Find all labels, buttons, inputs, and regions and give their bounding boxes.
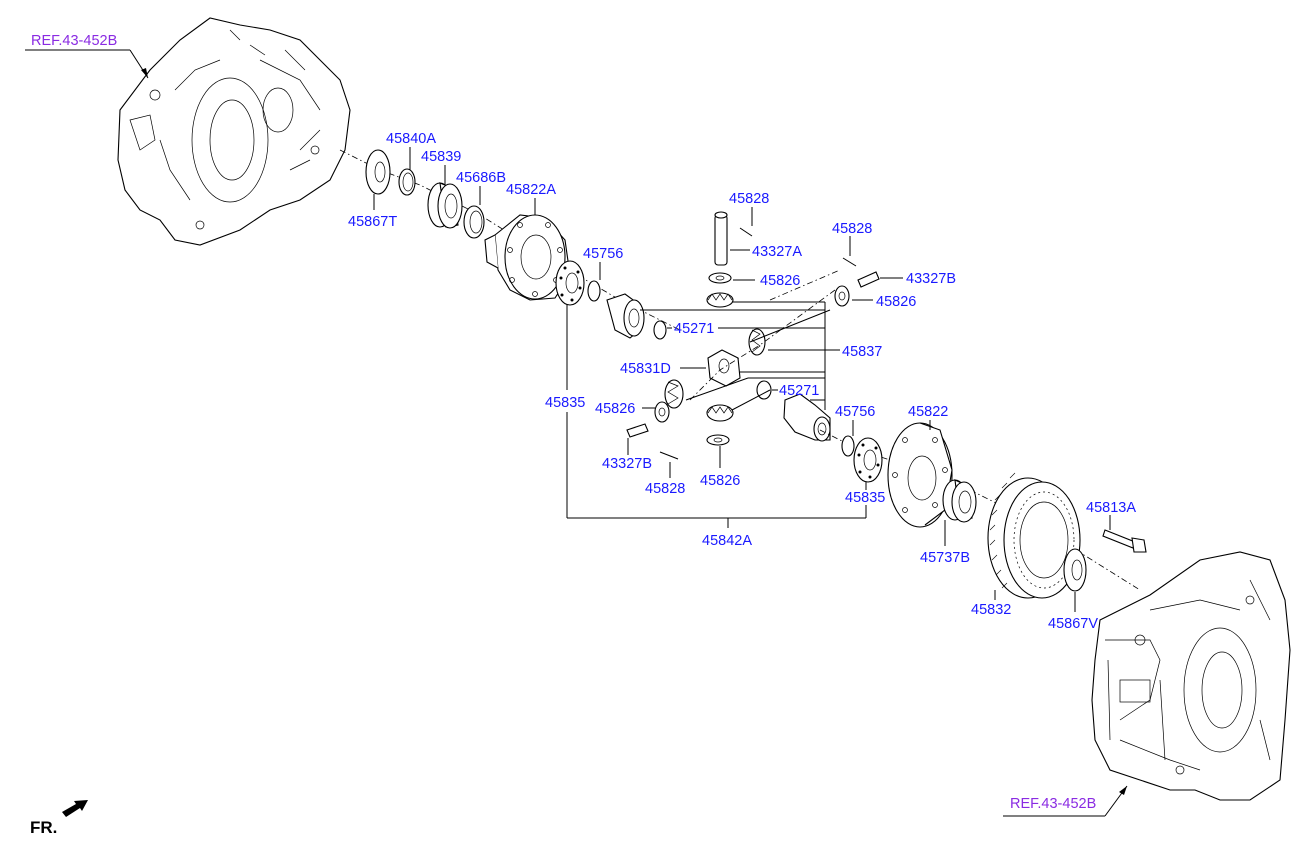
label-45828-a[interactable]: 45828 xyxy=(729,191,769,207)
label-45756-b[interactable]: 45756 xyxy=(835,404,875,420)
label-45737B[interactable]: 45737B xyxy=(920,550,970,566)
label-45835-b[interactable]: 45835 xyxy=(845,490,885,506)
label-43327A[interactable]: 43327A xyxy=(752,244,802,260)
label-45867T[interactable]: 45867T xyxy=(348,214,397,230)
label-43327B-a[interactable]: 43327B xyxy=(906,271,956,287)
ring-45756-right xyxy=(841,435,855,457)
shaft-43327A xyxy=(714,211,728,266)
transmission-case-left xyxy=(117,17,351,246)
label-45822[interactable]: 45822 xyxy=(908,404,948,420)
part-labels: 45840A 45839 45686B 45822A 45867T 45828 … xyxy=(348,131,1136,632)
direction-label: FR. xyxy=(30,818,57,837)
arrow-icon xyxy=(62,800,88,817)
bearing-45737B xyxy=(942,479,977,523)
label-45826-c[interactable]: 45826 xyxy=(595,401,635,417)
label-45271-a[interactable]: 45271 xyxy=(674,321,714,337)
label-45756-a[interactable]: 45756 xyxy=(583,246,623,262)
pinion-gear-bottom xyxy=(706,404,734,422)
direction-indicator: FR. xyxy=(30,800,88,837)
washer-45826-c xyxy=(654,401,670,423)
ref-bottom[interactable]: REF.43-452B xyxy=(1003,785,1128,817)
shim-45867T xyxy=(365,149,391,195)
washer-45826-d xyxy=(706,434,730,446)
label-45828-c[interactable]: 45828 xyxy=(645,481,685,497)
leader-lines xyxy=(373,147,1111,612)
label-45822A[interactable]: 45822A xyxy=(506,182,556,198)
shaft-43327B-a xyxy=(857,271,880,288)
spider-45831D xyxy=(707,349,741,387)
pin-45828-b xyxy=(842,257,857,267)
label-45867V[interactable]: 45867V xyxy=(1048,616,1098,632)
label-43327B-b[interactable]: 43327B xyxy=(602,456,652,472)
label-45837[interactable]: 45837 xyxy=(842,344,882,360)
ref-top-label[interactable]: REF.43-452B xyxy=(31,33,117,49)
pinion-gear-top xyxy=(706,292,734,308)
side-gear-left xyxy=(606,293,645,339)
washer-45826-a xyxy=(708,272,732,284)
label-45842A[interactable]: 45842A xyxy=(702,533,752,549)
ref-bottom-label[interactable]: REF.43-452B xyxy=(1010,796,1096,812)
seal-45840A xyxy=(398,168,416,196)
transmission-case-right xyxy=(1091,551,1291,801)
ring-gear-45832 xyxy=(987,472,1081,599)
washer-45826-b xyxy=(834,285,850,307)
side-gear-right xyxy=(783,393,831,442)
label-45835-a[interactable]: 45835 xyxy=(545,395,585,411)
ring-45756-left xyxy=(587,280,601,302)
label-45826-d[interactable]: 45826 xyxy=(700,473,740,489)
diff-case-45822A xyxy=(484,214,571,301)
pinion-gear-left xyxy=(664,379,684,409)
bolt-45813A xyxy=(1102,529,1147,553)
ref-top[interactable]: REF.43-452B xyxy=(25,33,149,79)
label-45828-b[interactable]: 45828 xyxy=(832,221,872,237)
label-45840A[interactable]: 45840A xyxy=(386,131,436,147)
label-45686B[interactable]: 45686B xyxy=(456,170,506,186)
pinion-gear-right xyxy=(748,328,766,356)
bearing-45839 xyxy=(427,182,463,229)
pin-45828-c xyxy=(659,451,679,460)
label-45839[interactable]: 45839 xyxy=(421,149,461,165)
label-45826-a[interactable]: 45826 xyxy=(760,273,800,289)
pin-45828-a xyxy=(739,227,753,237)
seal-45686B xyxy=(463,205,485,239)
diff-case-45822 xyxy=(887,422,953,528)
shim-45867V xyxy=(1063,548,1087,592)
label-45832[interactable]: 45832 xyxy=(971,602,1011,618)
label-45831D[interactable]: 45831D xyxy=(620,361,671,377)
washer-45271-a xyxy=(653,320,667,340)
plate-45835-right xyxy=(853,437,883,483)
label-45271-b[interactable]: 45271 xyxy=(779,383,819,399)
plate-45835-left xyxy=(555,260,585,306)
label-45826-b[interactable]: 45826 xyxy=(876,294,916,310)
label-45813A[interactable]: 45813A xyxy=(1086,500,1136,516)
shaft-43327B-b xyxy=(626,423,649,438)
